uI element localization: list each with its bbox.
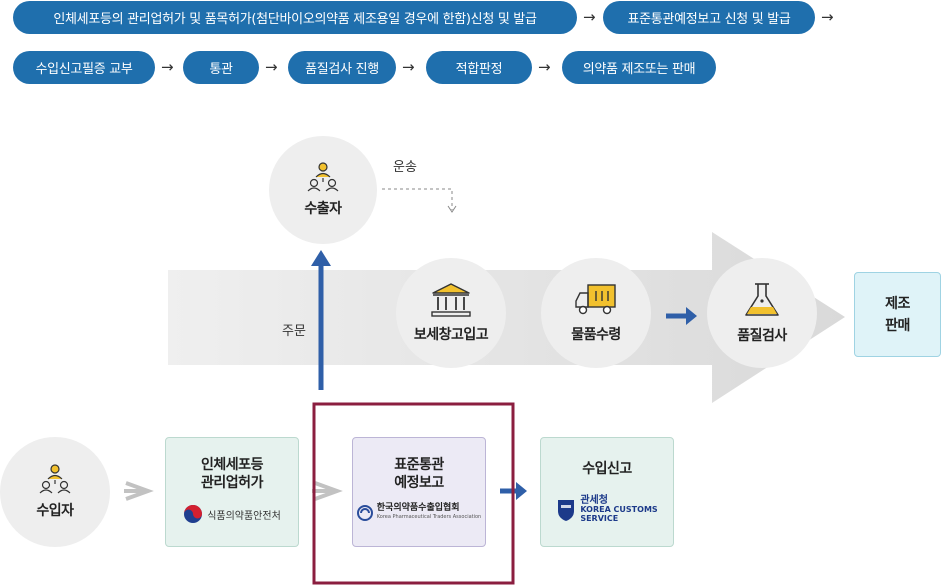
importer-label: 수입자: [36, 503, 74, 519]
receipt-node: 물품수령: [541, 258, 651, 368]
kpta-agency-name: 한국의약품수출입협회: [376, 503, 460, 513]
flow-arrow-icon: →: [161, 58, 174, 76]
kpta-logo: 한국의약품수출입협회 Korea Pharmaceutical Traders …: [356, 503, 482, 522]
clearance-title-line1: 표준통관: [394, 457, 444, 473]
flow-arrow-icon: →: [265, 58, 278, 76]
import-box: 수입신고 관세청 KOREA CUSTOMS SERVICE: [540, 437, 674, 547]
flow-arrow-icon: →: [402, 58, 415, 76]
quality-label: 품질검사: [737, 328, 787, 344]
kcs-agency-name: 관세청: [580, 495, 608, 506]
receipt-label: 물품수령: [571, 327, 621, 343]
mfds-agency-name: 식품의약품안전처: [207, 510, 281, 522]
order-label: 주문: [282, 324, 306, 339]
exporter-node: 수출자: [269, 136, 377, 244]
final-box: 제조 판매: [854, 272, 941, 357]
people-icon: [39, 464, 71, 494]
warehouse-label: 보세창고입고: [413, 327, 489, 343]
flow-step-customs: 통관: [183, 51, 259, 84]
license-title-line1: 인체세포등: [201, 457, 263, 473]
highlight-frame: [312, 402, 515, 585]
flow-arrow-icon: →: [538, 58, 551, 76]
license-to-clearance-arrow: [314, 481, 343, 501]
flow-step-clearance-report: 표준통관예정보고 신청 및 발급: [603, 1, 815, 34]
license-box: 인체세포등 관리업허가 식품의약품안전처: [165, 437, 299, 547]
flow-step-conformity: 적합판정: [426, 51, 532, 84]
exporter-label: 수출자: [304, 201, 342, 217]
shipping-label: 운송: [393, 160, 417, 175]
importer-to-license-arrow: [125, 481, 154, 501]
shipping-dashed-line: [382, 188, 453, 210]
taegeuk-emblem-icon: [184, 505, 203, 523]
delivery-truck-icon: [575, 284, 616, 315]
import-title: 수입신고: [582, 461, 632, 477]
final-label-line1: 제조: [885, 295, 910, 312]
license-title-line2: 관리업허가: [201, 475, 263, 491]
importer-node: 수입자: [0, 437, 110, 547]
flow-step-quality-test: 품질검사 진행: [288, 51, 396, 84]
people-icon: [307, 162, 339, 192]
kpta-agency-name-en: Korea Pharmaceutical Traders Association: [376, 514, 482, 520]
flask-icon: [745, 283, 779, 316]
flow-step-import-certificate: 수입신고필증 교부: [13, 51, 155, 84]
kcs-agency-name-en2: SERVICE: [580, 514, 619, 523]
quality-node: 품질검사: [707, 258, 817, 368]
warehouse-node: 보세창고입고: [396, 258, 506, 368]
kcs-agency-name-en1: KOREA CUSTOMS: [580, 505, 658, 514]
clearance-title-line2: 예정보고: [394, 475, 444, 491]
flow-arrow-icon: →: [821, 8, 834, 26]
flow-arrow-icon: →: [583, 8, 596, 26]
big-flow-arrow: [168, 232, 845, 403]
customs-shield-icon: [558, 499, 575, 521]
clearance-box: 표준통관 예정보고 한국의약품수출입협회 Korea Pharmaceutica…: [352, 437, 486, 547]
flow-step-license-permit: 인체세포등의 관리업허가 및 품목허가(첨단바이오의약품 제조용일 경우에 한함…: [13, 1, 577, 34]
mfds-logo: 식품의약품안전처: [183, 504, 281, 524]
kcs-logo: 관세청 KOREA CUSTOMS SERVICE: [556, 495, 658, 523]
kpta-emblem-icon: [356, 505, 373, 521]
final-label-line2: 판매: [885, 317, 910, 334]
flow-step-manufacture-sale: 의약품 제조또는 판매: [562, 51, 716, 84]
bank-building-icon: [431, 283, 471, 317]
